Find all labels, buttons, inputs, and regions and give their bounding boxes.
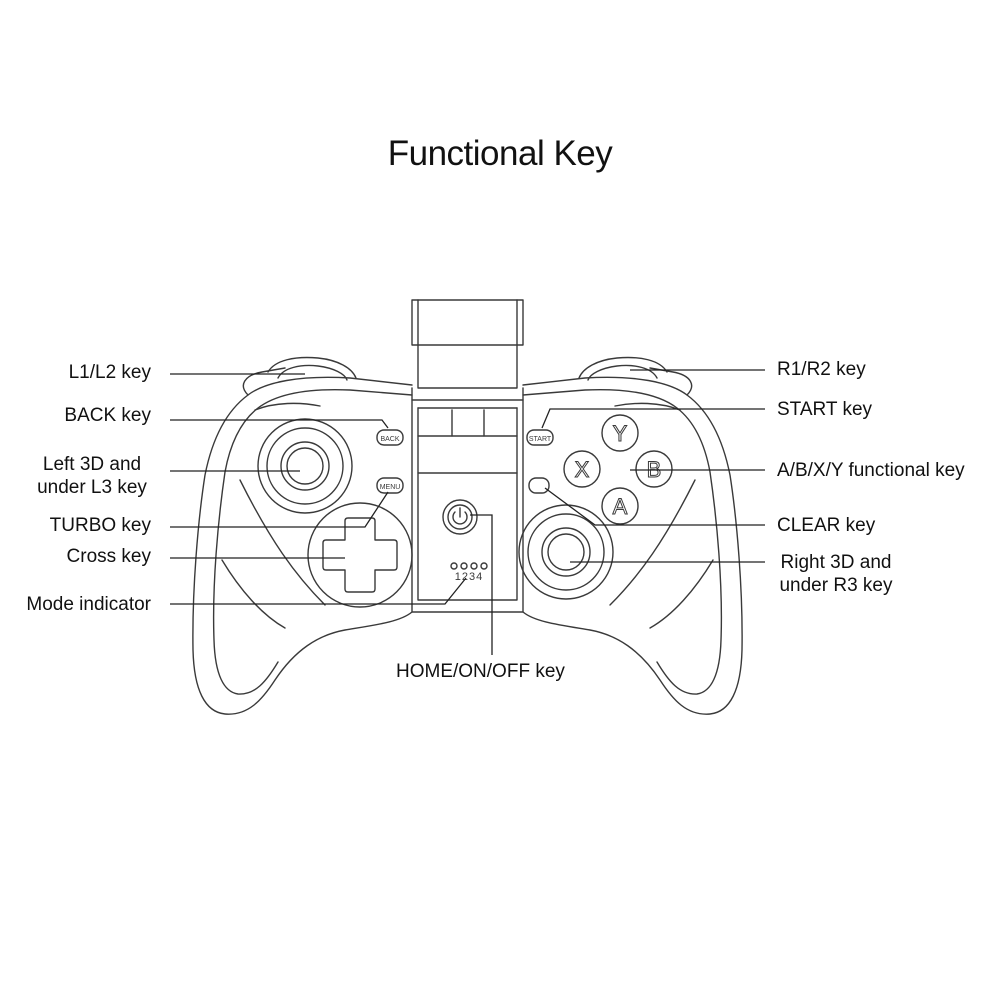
label-left3d-line1: Left 3D and — [42, 454, 142, 475]
start-button-shape — [526, 429, 554, 446]
leader-turbo — [170, 491, 389, 528]
label-cross: Cross key — [66, 546, 151, 567]
start-button-text: START — [529, 436, 552, 443]
leader-home — [470, 514, 493, 655]
left-3d-stick — [257, 418, 353, 514]
x-button-text: X — [575, 457, 590, 482]
label-back: BACK key — [64, 405, 151, 426]
y-button-text: Y — [613, 421, 628, 446]
mode-numbers-text: 1234 — [455, 571, 483, 583]
leader-back — [170, 419, 389, 429]
a-button-text: A — [613, 494, 628, 519]
label-left3d: Left 3D and under L3 key — [28, 453, 156, 499]
label-r1r2: R1/R2 key — [777, 359, 866, 380]
cross-key — [307, 502, 413, 608]
back-button-shape — [376, 429, 404, 446]
label-right3d-line1: Right 3D and — [780, 552, 892, 573]
label-clear: CLEAR key — [777, 515, 876, 536]
leader-mode — [170, 577, 467, 605]
mode-indicator-leds — [450, 562, 488, 570]
back-button-text: BACK — [380, 436, 399, 443]
controller-body-left — [192, 356, 413, 715]
diagram-title: Functional Key — [387, 134, 613, 173]
label-turbo: TURBO key — [49, 515, 151, 536]
leader-start — [541, 408, 765, 429]
label-l1l2: L1/L2 key — [68, 362, 151, 383]
face-buttons — [563, 414, 673, 525]
label-left3d-line2: under L3 key — [37, 477, 147, 498]
label-right3d-line2: under R3 key — [779, 575, 893, 596]
label-mode: Mode indicator — [26, 594, 151, 615]
label-start: START key — [777, 399, 873, 420]
center-column — [411, 399, 524, 613]
clear-button-shape — [528, 477, 550, 494]
leader-clear — [544, 487, 765, 526]
controller-body-right — [522, 356, 743, 715]
label-abxy: A/B/X/Y functional key — [777, 460, 965, 481]
menu-button-text: MENU — [380, 484, 401, 491]
phone-clamp — [411, 299, 524, 401]
home-button — [442, 499, 478, 535]
menu-button-shape — [376, 477, 404, 494]
right-3d-stick — [518, 504, 614, 600]
label-right3d: Right 3D and under R3 key — [772, 551, 900, 597]
label-home: HOME/ON/OFF key — [396, 661, 565, 682]
